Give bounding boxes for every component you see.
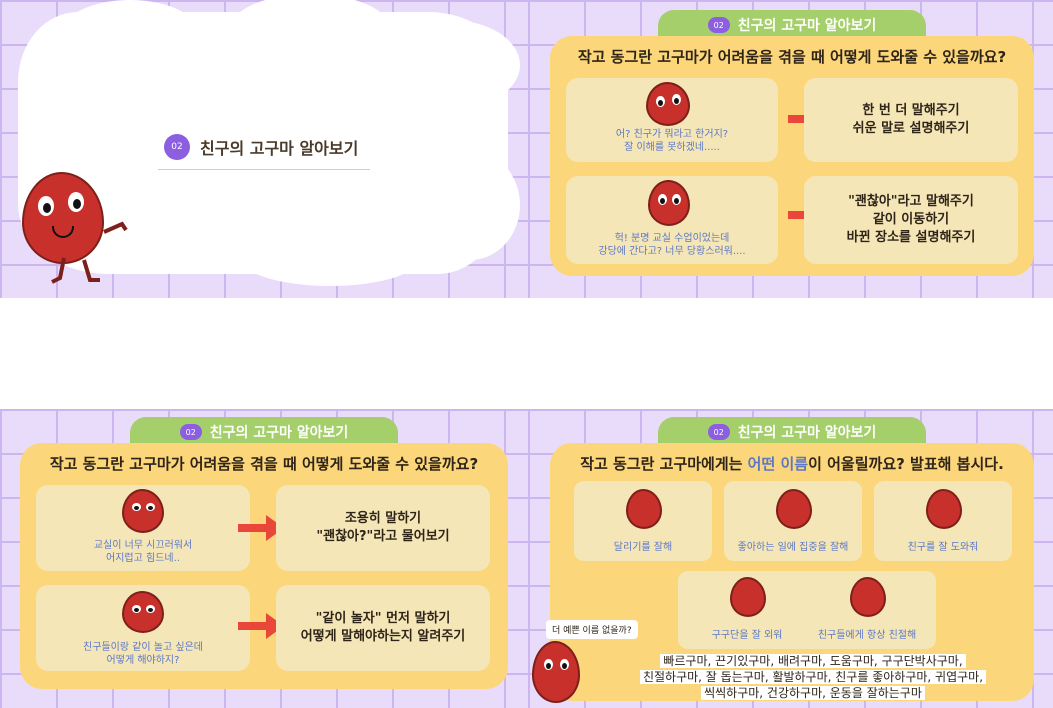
caption-line: 친구들이랑 같이 놀고 싶은데 <box>83 642 203 653</box>
situation-caption: 교실이 너무 시끄러워서 어지럽고 힘드네.. <box>36 539 250 565</box>
confused-potato-icon <box>646 82 690 126</box>
question-part: 이 어울릴까요? 발표해 봅시다. <box>808 455 1004 473</box>
cloud-bump <box>240 230 420 286</box>
slide-help-1: 02 친구의 고구마 알아보기 작고 동그란 고구마가 어려움을 겪을 때 어떻… <box>528 0 1053 298</box>
names-line: 빠르구마, 끈기있구마, 배려구마, 도움구마, 구구단박사구마, <box>660 654 966 668</box>
section-number-badge: 02 <box>164 134 190 160</box>
answer-line: 같이 이동하기 <box>872 212 950 227</box>
answer-line: 쉬운 말로 설명해주기 <box>852 121 970 136</box>
eye-icon <box>38 196 54 216</box>
situation-caption: 친구들이랑 같이 놀고 싶은데 어떻게 해야하지? <box>36 641 250 667</box>
names-line: 씩씩하구마, 건강하구마, 운동을 잘하는구마 <box>701 686 925 700</box>
trait-card: 친구들에게 항상 친절해 <box>798 571 936 649</box>
content-board: 작고 동그란 고구마가 어려움을 겪을 때 어떻게 도와줄 수 있을까요? 교실… <box>20 443 508 689</box>
trait-label: 친구들에게 항상 친절해 <box>817 630 917 641</box>
trait-card: 좋아하는 일에 집중을 잘해 <box>724 481 862 561</box>
question-highlight: 어떤 이름 <box>747 455 809 473</box>
names-line: 친절하구마, 잘 돕는구마, 활발하구마, 친구를 좋아하구마, 귀엽구마, <box>639 670 987 684</box>
help-answer-card: 조용히 말하기 "괜찮아?"라고 물어보기 <box>276 485 490 571</box>
caption-line: 교실이 너무 시끄러워서 <box>93 540 193 551</box>
trait-label: 좋아하는 일에 집중을 잘해 <box>737 542 849 553</box>
answer-line: "같이 놀자" 먼저 말하기 <box>315 611 451 626</box>
mascot-limbs <box>51 221 128 284</box>
section-tab-label: 친구의 고구마 알아보기 <box>737 425 877 441</box>
question-text: 작고 동그란 고구마에게는 어떤 이름이 어울릴까요? 발표해 봅시다. <box>550 453 1034 474</box>
arrow-right-icon <box>238 515 284 541</box>
answer-line: "괜찮아"라고 말해주기 <box>848 194 974 209</box>
answer-line: 바뀐 장소를 설명해주기 <box>846 230 976 245</box>
section-tab-label: 친구의 고구마 알아보기 <box>737 18 877 34</box>
section-heading: 02 친구의 고구마 알아보기 <box>164 134 358 160</box>
sweet-potato-mascot <box>22 172 104 264</box>
answer-line: 조용히 말하기 <box>344 511 422 526</box>
trait-card: 친구를 잘 도와줘 <box>874 481 1012 561</box>
happy-potato-icon <box>730 577 766 617</box>
cloud-bump <box>230 0 390 64</box>
surprised-potato-icon <box>648 180 690 226</box>
shy-potato-icon <box>122 591 164 633</box>
answer-line: "괜찮아?"라고 물어보기 <box>316 529 450 544</box>
situation-card: 헉! 분명 교실 수업이었는데 강당에 간다고? 너무 당황스러워.... <box>566 176 778 264</box>
answer-line: 한 번 더 말해주기 <box>862 103 960 118</box>
trait-label: 구구단을 잘 외워 <box>711 630 783 641</box>
section-tab: 02 친구의 고구마 알아보기 <box>658 417 926 447</box>
section-title: 친구의 고구마 알아보기 <box>200 139 359 158</box>
name-suggestions: 빠르구마, 끈기있구마, 배려구마, 도움구마, 구구단박사구마, 친절하구마,… <box>588 653 1038 701</box>
caption-line: 강당에 간다고? 너무 당황스러워.... <box>598 246 746 257</box>
content-board: 작고 동그란 고구마가 어려움을 겪을 때 어떻게 도와줄 수 있을까요? 어?… <box>550 36 1034 276</box>
section-tab: 02 친구의 고구마 알아보기 <box>130 417 398 447</box>
caption-line: 잘 이해를 못하겠네..... <box>624 142 720 153</box>
situation-card: 어? 친구가 뭐라고 한거지? 잘 이해를 못하겠네..... <box>566 78 778 162</box>
speech-bubble: 더 예쁜 이름 없을까? <box>546 620 638 639</box>
help-answer-card: 한 번 더 말해주기 쉬운 말로 설명해주기 <box>804 78 1018 162</box>
situation-card: 교실이 너무 시끄러워서 어지럽고 힘드네.. <box>36 485 250 571</box>
eye-icon <box>68 192 84 212</box>
situation-card: 친구들이랑 같이 놀고 싶은데 어떻게 해야하지? <box>36 585 250 671</box>
situation-caption: 어? 친구가 뭐라고 한거지? 잘 이해를 못하겠네..... <box>566 128 778 154</box>
section-tab: 02 친구의 고구마 알아보기 <box>658 10 926 40</box>
question-part: 작고 동그란 고구마에게는 <box>580 455 748 473</box>
trait-card: 달리기를 잘해 <box>574 481 712 561</box>
noise-potato-icon <box>122 489 164 533</box>
answer-line: 어떻게 말해야하는지 알려주기 <box>300 629 466 644</box>
trait-label: 친구를 잘 도와줘 <box>907 542 979 553</box>
caption-line: 어지럽고 힘드네.. <box>106 553 180 564</box>
cloud-bump <box>380 20 520 110</box>
trait-card: 구구단을 잘 외워 <box>678 571 816 649</box>
section-tab-label: 친구의 고구마 알아보기 <box>209 425 349 441</box>
helping-potato-icon <box>926 489 962 529</box>
running-potato-icon <box>626 489 662 529</box>
caption-line: 헉! 분명 교실 수업이었는데 <box>614 233 730 244</box>
section-number-badge: 02 <box>707 17 730 33</box>
question-text: 작고 동그란 고구마가 어려움을 겪을 때 어떻게 도와줄 수 있을까요? <box>49 455 479 473</box>
help-answer-card: "괜찮아"라고 말해주기 같이 이동하기 바뀐 장소를 설명해주기 <box>804 176 1018 264</box>
angel-potato-icon <box>850 577 886 617</box>
help-answer-card: "같이 놀자" 먼저 말하기 어떻게 말해야하는지 알려주기 <box>276 585 490 671</box>
reading-potato-icon <box>776 489 812 529</box>
section-number-badge: 02 <box>179 424 202 440</box>
question-text: 작고 동그란 고구마가 어려움을 겪을 때 어떻게 도와줄 수 있을까요? <box>577 48 1007 66</box>
slide-help-2: 02 친구의 고구마 알아보기 작고 동그란 고구마가 어려움을 겪을 때 어떻… <box>0 409 528 708</box>
caption-line: 어떻게 해야하지? <box>106 655 180 666</box>
title-underline <box>158 169 370 170</box>
thinking-potato-icon <box>532 641 580 703</box>
cloud-bump <box>420 150 520 260</box>
slide-title: 02 친구의 고구마 알아보기 <box>0 0 528 298</box>
cloud-bump <box>60 0 200 70</box>
section-number-badge: 02 <box>707 424 730 440</box>
situation-caption: 헉! 분명 교실 수업이었는데 강당에 간다고? 너무 당황스러워.... <box>566 232 778 258</box>
slide-naming: 02 친구의 고구마 알아보기 작고 동그란 고구마에게는 어떤 이름이 어울릴… <box>528 409 1053 708</box>
trait-label: 달리기를 잘해 <box>613 542 673 553</box>
arrow-right-icon <box>238 613 284 639</box>
caption-line: 어? 친구가 뭐라고 한거지? <box>615 129 729 140</box>
